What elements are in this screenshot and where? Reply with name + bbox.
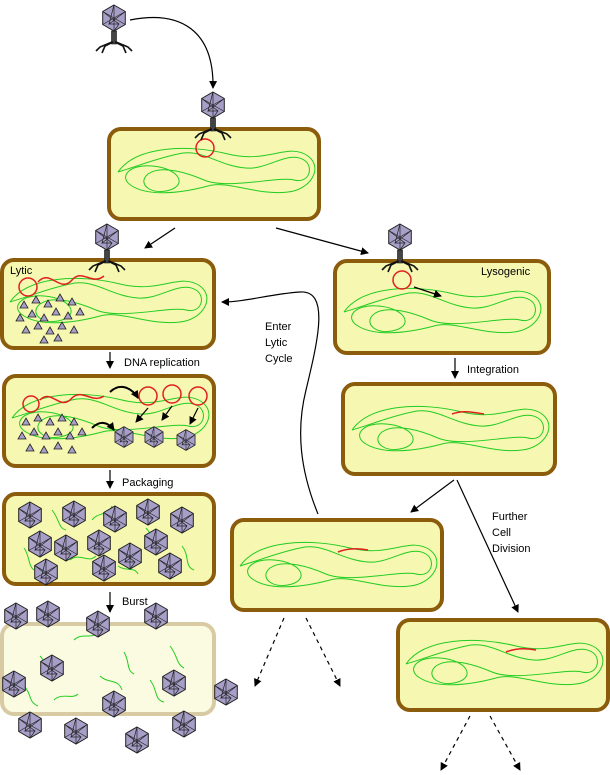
infection-arrow — [129, 16, 218, 89]
dashed-arrow — [254, 617, 285, 687]
division-arrow-left — [410, 479, 455, 513]
prophage-segment — [451, 410, 485, 415]
enter-lytic-arrow — [221, 291, 320, 515]
packaging-cell — [2, 492, 216, 586]
daughter-cell — [230, 518, 444, 612]
integration-label: Integration — [467, 364, 519, 376]
lytic-label: Lytic — [10, 265, 33, 277]
dna-replication-label: DNA replication — [124, 357, 200, 369]
burst-label: Burst — [122, 596, 148, 608]
phage-dna-strand — [37, 274, 105, 286]
lytic-cell: Lytic — [0, 224, 216, 350]
phage-dna-circle — [195, 138, 215, 158]
dashed-arrow — [305, 617, 341, 687]
enter-lytic-cycle-label: Enter Lytic Cycle — [265, 321, 293, 365]
svg-text:Cell: Cell — [492, 527, 511, 539]
lysogenic-branch-arrow — [275, 227, 369, 256]
daughter-cell — [396, 618, 610, 712]
prophage-cell — [341, 382, 557, 476]
packaging-label: Packaging — [122, 477, 173, 489]
lysogenic-label: Lysogenic — [481, 266, 531, 278]
infected-cell — [107, 92, 321, 221]
svg-text:Lytic: Lytic — [265, 337, 288, 349]
svg-text:Division: Division — [492, 543, 531, 555]
dashed-arrow — [440, 715, 471, 771]
burst-cell — [0, 600, 238, 754]
division-arrow-right — [456, 479, 519, 613]
svg-text:Enter: Enter — [265, 321, 292, 333]
svg-text:Further: Further — [492, 511, 528, 523]
further-cell-division-label: Further Cell Division — [492, 511, 531, 555]
free-bacteriophage-icon — [96, 5, 132, 53]
svg-text:Cycle: Cycle — [265, 353, 293, 365]
lysogenic-cell: Lysogenic — [333, 224, 551, 355]
replication-cell — [2, 374, 216, 468]
phage-dna-circle — [392, 270, 412, 290]
lytic-branch-arrow — [144, 227, 176, 249]
dashed-arrow — [489, 715, 521, 771]
